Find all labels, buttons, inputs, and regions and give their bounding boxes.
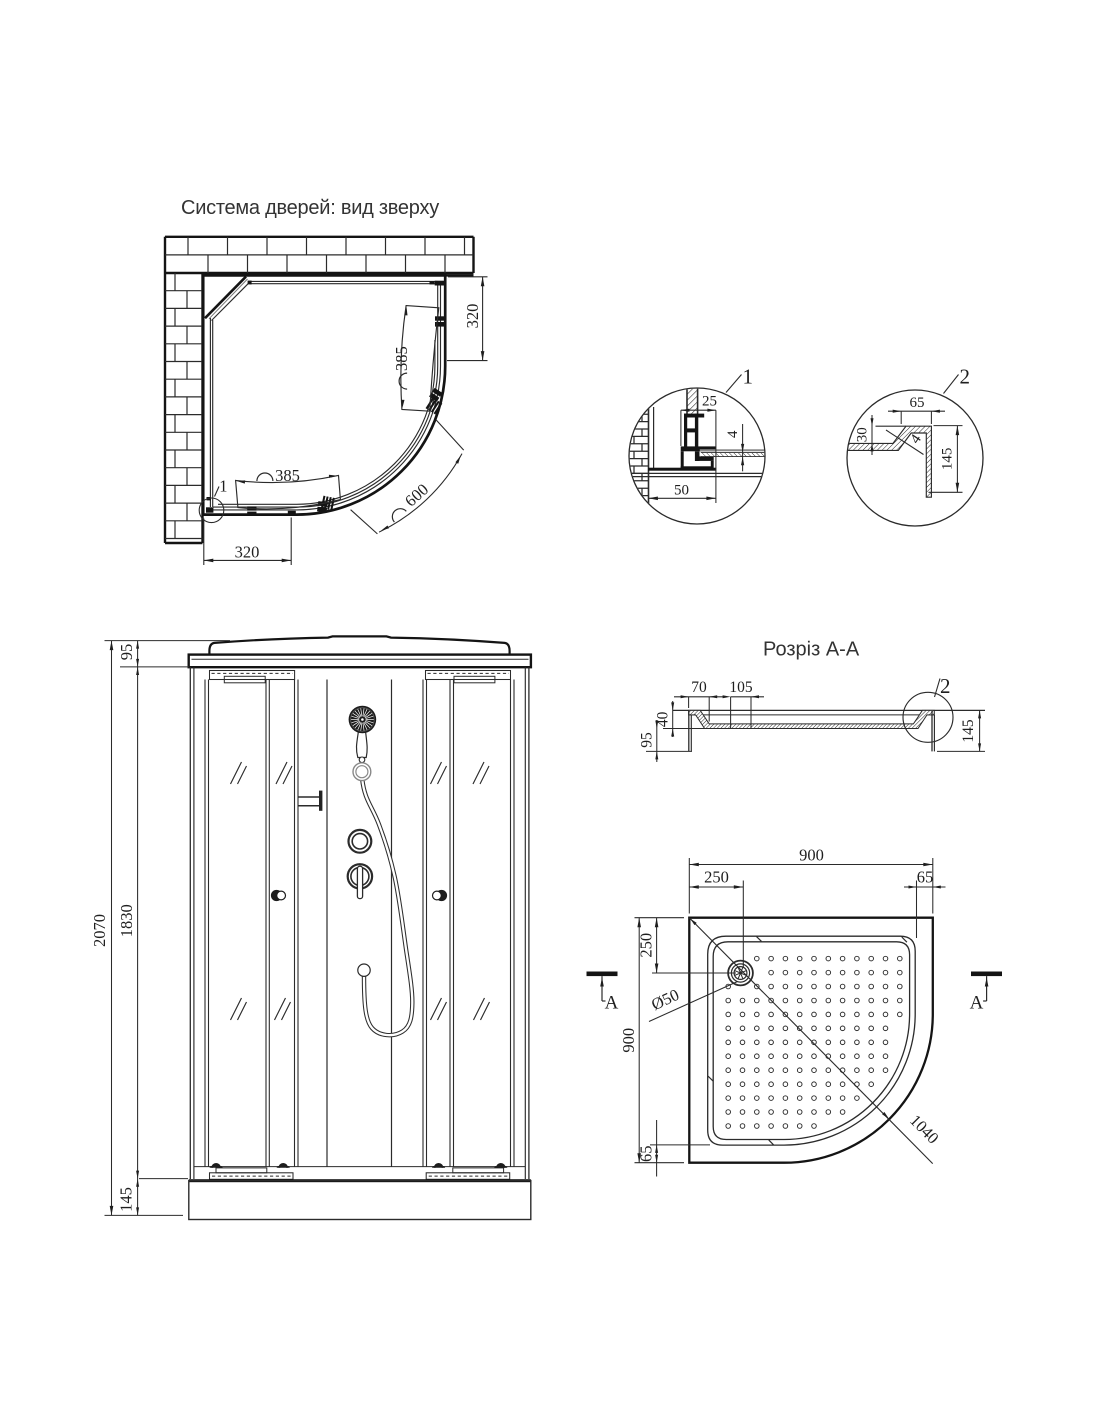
svg-text:105: 105 xyxy=(729,679,753,696)
svg-text:145: 145 xyxy=(960,719,977,743)
svg-text:50: 50 xyxy=(674,483,689,499)
svg-text:25: 25 xyxy=(702,394,717,410)
svg-text:30: 30 xyxy=(854,427,870,442)
svg-text:1: 1 xyxy=(743,365,754,389)
svg-text:Розріз А-А: Розріз А-А xyxy=(763,639,860,661)
svg-text:145: 145 xyxy=(116,1187,135,1212)
svg-text:2070: 2070 xyxy=(90,914,109,947)
svg-text:A: A xyxy=(970,993,984,1014)
svg-text:385: 385 xyxy=(275,466,300,485)
svg-text:95: 95 xyxy=(117,644,136,661)
svg-text:1830: 1830 xyxy=(117,904,136,937)
svg-text:320: 320 xyxy=(463,304,482,329)
svg-text:320: 320 xyxy=(235,542,260,561)
svg-text:1: 1 xyxy=(219,477,227,496)
svg-text:65: 65 xyxy=(636,1146,655,1163)
svg-text:65: 65 xyxy=(917,868,934,887)
svg-text:65: 65 xyxy=(910,395,925,411)
svg-text:250: 250 xyxy=(636,933,655,958)
svg-text:385: 385 xyxy=(392,346,411,371)
svg-text:900: 900 xyxy=(799,845,824,864)
svg-text:70: 70 xyxy=(691,679,707,696)
svg-text:Система дверей: вид зверху: Система дверей: вид зверху xyxy=(181,197,439,219)
svg-text:250: 250 xyxy=(704,868,729,887)
svg-text:40: 40 xyxy=(655,711,672,727)
svg-text:95: 95 xyxy=(638,732,655,748)
svg-text:145: 145 xyxy=(940,448,956,471)
svg-text:2: 2 xyxy=(940,674,951,698)
svg-text:4: 4 xyxy=(725,430,741,438)
svg-text:A: A xyxy=(605,993,619,1014)
svg-text:900: 900 xyxy=(619,1028,638,1053)
svg-text:2: 2 xyxy=(960,365,971,389)
